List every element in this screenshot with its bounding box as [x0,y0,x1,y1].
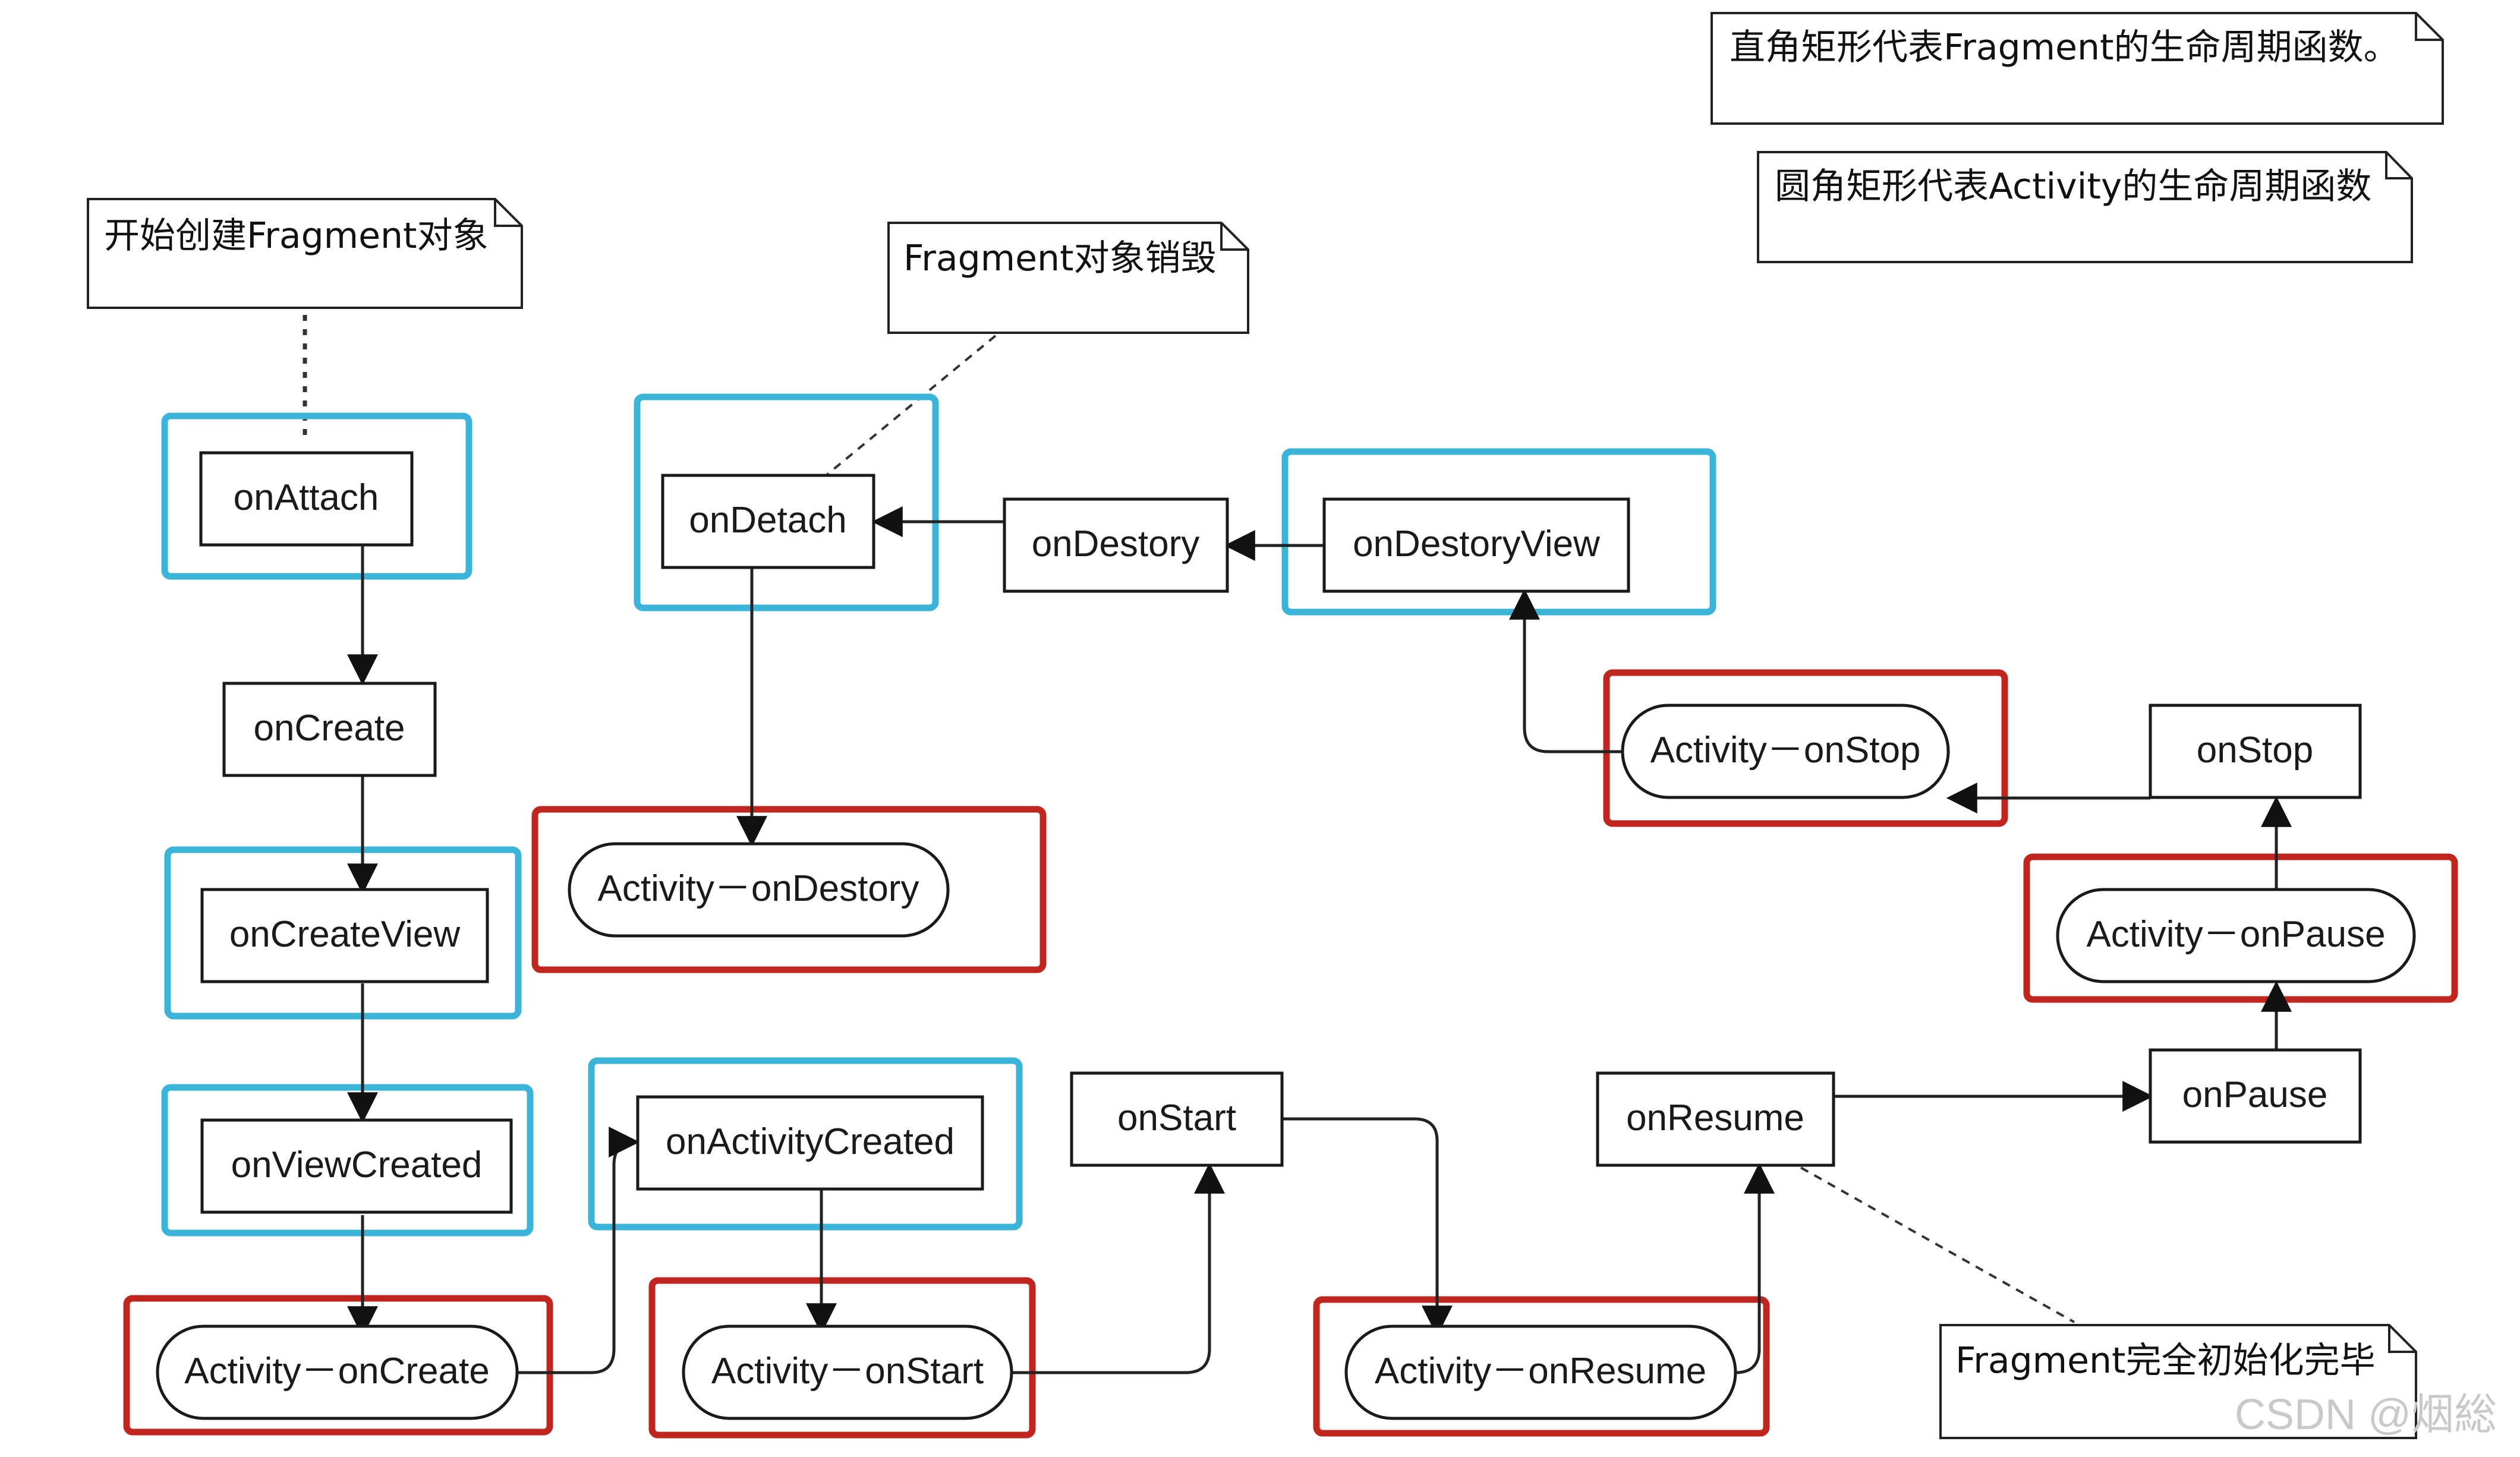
label-activity-onResume: Activity－onResume [1375,1351,1706,1392]
edge-activity-onResume-onResume [1735,1162,1775,1374]
highlight-onAttach [161,412,472,580]
label-onCreateView: onCreateView [229,914,461,955]
label-activity-onStop: Activity－onStop [1650,730,1921,771]
label-onDestoryView: onDestoryView [1353,523,1600,564]
highlight-onDetach [634,393,939,611]
node-onCreateView [200,888,489,983]
note-legend-activity-text: 圆角矩形代表Activity的生命周期函数 [1775,166,2371,207]
node-activity-onDestory [568,842,950,938]
edge-onStart-activity-onResume [1282,1117,1453,1337]
edge-activity-onStop-onDestoryView [1509,588,1623,753]
node-onStop [2149,704,2362,799]
note-destroy-connector [825,335,997,477]
label-onStart: onStart [1117,1098,1236,1139]
node-onDetach [661,474,875,569]
node-onStart [1070,1071,1284,1167]
label-onPause: onPause [2182,1074,2328,1115]
note-start-text: 开始创建Fragment对象 [104,215,489,257]
label-onActivityCreated: onActivityCreated [666,1121,955,1162]
node-onViewCreated [200,1118,513,1214]
label-onAttach: onAttach [234,477,379,518]
node-activity-onPause [2056,888,2416,983]
label-activity-onPause: Activity－onPause [2086,914,2385,955]
note-destroy: Fragment对象销毁 [887,222,1249,334]
note-start: 开始创建Fragment对象 [87,198,523,309]
label-onViewCreated: onViewCreated [231,1144,483,1185]
label-activity-onStart: Activity－onStart [711,1351,984,1392]
node-onActivityCreated [636,1095,984,1191]
node-activity-onStart [682,1324,1013,1420]
note-complete: Fragment完全初始化完毕 [1939,1324,2417,1439]
node-onPause [2149,1048,2362,1144]
edge-activity-onStart-onStart [1012,1162,1225,1374]
label-onCreate: onCreate [253,708,405,749]
highlight-activity-onResume [1313,1296,1770,1437]
label-onStop: onStop [2197,730,2314,771]
note-complete-connector [1800,1166,2075,1323]
note-legend-fragment-text: 直角矩形代表Fragment的生命周期函数。 [1730,27,2399,68]
highlight-activity-onStart [648,1277,1036,1439]
edge-activity-onCreate-onActivityCreated [517,1127,640,1374]
watermark: CSDN @烟総 [2235,1391,2497,1439]
note-legend-activity: 圆角矩形代表Activity的生命周期函数 [1757,151,2413,263]
label-onDestory: onDestory [1032,523,1200,564]
node-onCreate [222,682,437,777]
node-activity-onStop [1621,704,1950,799]
node-activity-onCreate [156,1324,519,1420]
highlight-onViewCreated [161,1084,534,1237]
note-complete-text: Fragment完全初始化完毕 [1955,1340,2376,1382]
highlight-activity-onStop [1603,669,2008,827]
node-onResume [1596,1071,1835,1167]
highlight-onCreateView [164,846,522,1020]
label-onDetach: onDetach [689,500,846,541]
node-activity-onResume [1344,1324,1737,1420]
node-onDestoryView [1322,497,1630,593]
label-activity-onDestory: Activity－onDestory [598,868,919,909]
label-onResume: onResume [1626,1098,1804,1139]
note-legend-fragment: 直角矩形代表Fragment的生命周期函数。 [1711,12,2444,125]
highlight-onActivityCreated [588,1057,1023,1231]
note-destroy-text: Fragment对象销毁 [903,238,1217,279]
highlight-activity-onPause [2023,853,2458,1003]
highlight-activity-onCreate [123,1295,553,1436]
node-onAttach [199,451,414,547]
label-activity-onCreate: Activity－onCreate [184,1351,489,1392]
highlight-activity-onDestory [531,806,1047,973]
node-onDestory [1003,497,1229,593]
highlight-onDestoryView [1281,448,1716,616]
